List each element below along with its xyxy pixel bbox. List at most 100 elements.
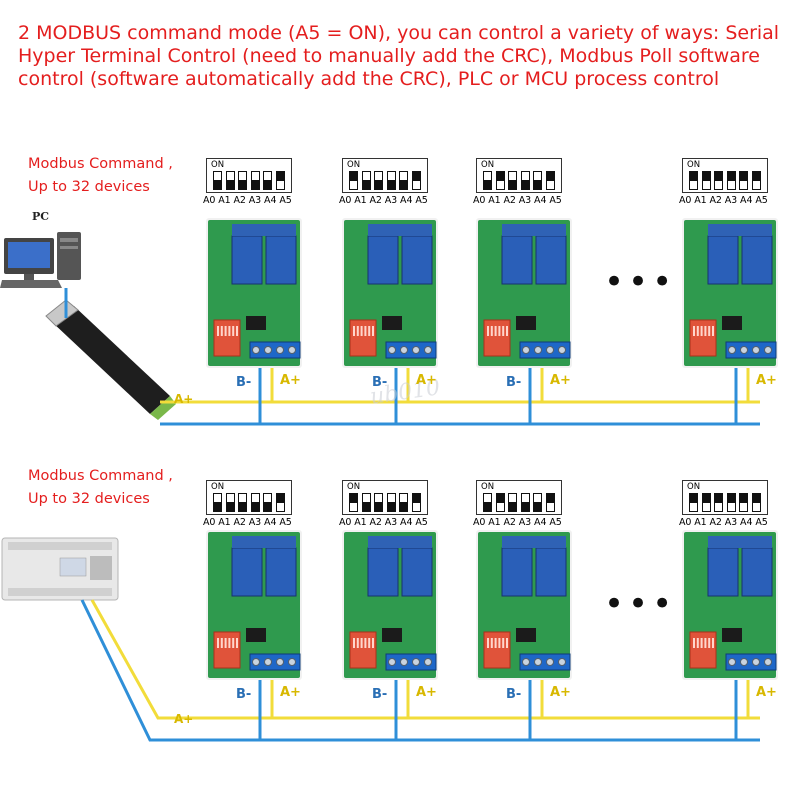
- dip-switch-toggle: [399, 493, 409, 512]
- onboard-dip-switch: [483, 631, 511, 669]
- dip-on-label: ON: [687, 160, 701, 170]
- relay-2: [535, 235, 567, 285]
- relay-1: [501, 547, 533, 597]
- dip-switch-toggle: [225, 493, 235, 512]
- onboard-dip-switch: [689, 319, 717, 357]
- command-line: Modbus Command ,: [28, 156, 173, 172]
- dip-switch-toggle: [533, 493, 543, 512]
- dip-address-labels: A0 A1 A2 A3 A4 A5: [203, 517, 292, 528]
- relay-module-board: [682, 218, 778, 368]
- dip-address-labels: A0 A1 A2 A3 A4 A5: [679, 517, 768, 528]
- relay-module-board: [342, 530, 438, 680]
- output-terminal: [502, 536, 566, 548]
- bus-a-label: A+: [174, 392, 194, 406]
- dip-switch-body: ON: [206, 158, 292, 193]
- relay-1: [367, 547, 399, 597]
- dip-switch-toggle: [399, 171, 409, 190]
- input-terminal: [725, 341, 777, 359]
- dip-switch-toggle: [386, 171, 396, 190]
- relay-1: [707, 235, 739, 285]
- more-devices-ellipsis: •••: [604, 584, 677, 624]
- dip-switch-toggle: [508, 171, 518, 190]
- dip-switch-body: ON: [682, 158, 768, 193]
- ic-chip: [722, 628, 742, 642]
- ic-chip: [516, 628, 536, 642]
- relay-module-board: [682, 530, 778, 680]
- dip-switch-toggle: [726, 493, 736, 512]
- plc-controller-icon: [1, 537, 119, 601]
- output-terminal: [232, 224, 296, 236]
- dip-switch-toggle: [495, 171, 505, 190]
- dip-switch-toggle: [546, 493, 555, 512]
- dip-switch-toggle: [520, 171, 530, 190]
- relay-1: [231, 547, 263, 597]
- dip-on-label: ON: [481, 482, 495, 492]
- relay-module-board: [476, 530, 572, 680]
- dip-switch-toggle: [213, 493, 222, 512]
- onboard-dip-switch: [349, 631, 377, 669]
- dip-switch-toggle: [374, 171, 384, 190]
- onboard-dip-switch: [213, 631, 241, 669]
- plc-a-wire: [90, 599, 165, 720]
- relay-2: [265, 547, 297, 597]
- ic-chip: [722, 316, 742, 330]
- dip-switch-body: ON: [342, 480, 428, 515]
- b-terminal-label: B-: [506, 687, 522, 702]
- relay-2: [741, 235, 773, 285]
- dip-switch-body: ON: [342, 158, 428, 193]
- output-terminal: [502, 224, 566, 236]
- b-terminal-label: B-: [372, 687, 388, 702]
- onboard-dip-switch: [483, 319, 511, 357]
- a-terminal-label: A+: [416, 685, 437, 700]
- plc-b-wire: [80, 599, 165, 742]
- dip-address-labels: A0 A1 A2 A3 A4 A5: [339, 517, 428, 528]
- dip-switch-toggle: [752, 493, 761, 512]
- ic-chip: [246, 316, 266, 330]
- dip-switch-toggle: [714, 171, 724, 190]
- dip-address-labels: A0 A1 A2 A3 A4 A5: [473, 517, 562, 528]
- input-terminal: [725, 653, 777, 671]
- dip-switch-toggle: [520, 493, 530, 512]
- input-terminal: [249, 653, 301, 671]
- dip-switch-toggle: [533, 171, 543, 190]
- dip-on-label: ON: [211, 482, 225, 492]
- dip-switch-toggle: [739, 171, 749, 190]
- dip-switch-toggle: [349, 493, 358, 512]
- a-terminal-label: A+: [756, 373, 777, 388]
- relay-2: [265, 235, 297, 285]
- relay-1: [501, 235, 533, 285]
- dip-switch-toggle: [714, 493, 724, 512]
- relay-1: [367, 235, 399, 285]
- dip-on-label: ON: [211, 160, 225, 170]
- dip-switch-toggle: [238, 493, 248, 512]
- device-count-line: Up to 32 devices: [28, 491, 150, 507]
- output-terminal: [708, 224, 772, 236]
- b-terminal-label: B-: [236, 687, 252, 702]
- device-count-line: Up to 32 devices: [28, 179, 150, 195]
- input-terminal: [249, 341, 301, 359]
- relay-module-board: [206, 530, 302, 680]
- relay-1: [231, 235, 263, 285]
- dip-switch-toggle: [386, 493, 396, 512]
- relay-module-board: [342, 218, 438, 368]
- dip-switch-toggle: [263, 171, 273, 190]
- dip-switch-toggle: [483, 171, 492, 190]
- dip-switch-toggle: [483, 493, 492, 512]
- dip-switch-toggle: [701, 171, 711, 190]
- a-terminal-label: A+: [756, 685, 777, 700]
- dip-on-label: ON: [481, 160, 495, 170]
- dip-switch-toggle: [225, 171, 235, 190]
- command-line: Modbus Command ,: [28, 468, 173, 484]
- input-terminal: [519, 341, 571, 359]
- relay-module-board: [476, 218, 572, 368]
- dip-switch-toggle: [213, 171, 222, 190]
- dip-switch-toggle: [374, 493, 384, 512]
- dip-address-labels: A0 A1 A2 A3 A4 A5: [339, 195, 428, 206]
- a-terminal-label: A+: [416, 373, 437, 388]
- output-terminal: [368, 224, 432, 236]
- ic-chip: [516, 316, 536, 330]
- dip-switch-toggle: [412, 493, 421, 512]
- dip-switch-toggle: [349, 171, 358, 190]
- dip-switch-toggle: [689, 493, 698, 512]
- ic-chip: [382, 628, 402, 642]
